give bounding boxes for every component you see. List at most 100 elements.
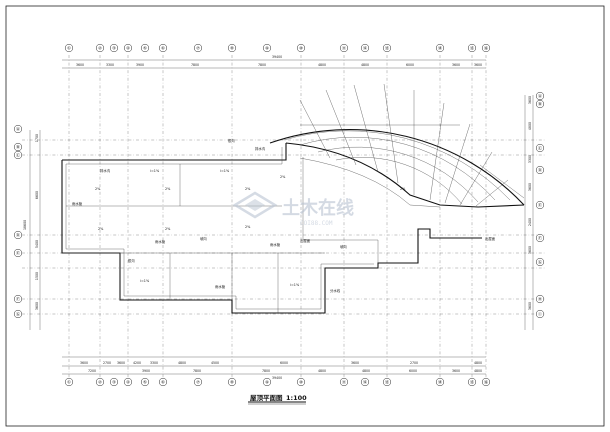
top-axis-bubble-circle	[123, 43, 133, 53]
top-axis-bubble-circle	[158, 43, 168, 53]
right-axis-bubble-circle	[535, 200, 545, 210]
bottom-axis-bubble-label: ③	[112, 380, 116, 385]
bottom-axis-bubble: ⑯	[481, 377, 491, 387]
bottom-axis-bubble-label: ⑥	[161, 380, 165, 385]
right-axis-bubble-circle	[535, 294, 545, 304]
left-axis-bubble: Ⓓ	[13, 230, 23, 240]
dimension-text: 4500	[211, 361, 219, 365]
dimension-text: 1500	[35, 272, 39, 280]
right-axis-bubble-circle	[535, 165, 545, 175]
bottom-axis-bubble-circle	[95, 377, 105, 387]
roof-note: 雨水管	[270, 242, 281, 247]
roof-note: 2%	[165, 187, 171, 191]
bottom-axis-bubble-circle	[296, 377, 306, 387]
right-axis-bubble-circle	[535, 309, 545, 319]
bottom-axis-bubble-label: ⑩	[299, 380, 303, 385]
top-axis-bubble: ④	[123, 43, 133, 53]
left-axis-bubble-label: Ⓐ	[16, 126, 21, 133]
bottom-axis-bubble-label: ⑬	[385, 379, 390, 386]
dimension-text: 4800	[318, 63, 326, 67]
top-axis-bubble-circle	[467, 43, 477, 53]
roof-note: 2%	[400, 187, 406, 191]
drawing-frame	[5, 5, 605, 427]
bottom-axis-bubble-circle	[481, 377, 491, 387]
left-axis-bubble-label: Ⓒ	[16, 152, 21, 159]
top-axis-bubble: ⑦	[193, 43, 203, 53]
dimension-text: 3600	[452, 369, 460, 373]
left-axis-bubble-circle	[13, 248, 23, 258]
right-axis-bubble-label: Ⓗ	[538, 296, 543, 303]
top-axis-bubble-circle	[140, 43, 150, 53]
bottom-axis-bubble-circle	[382, 377, 392, 387]
roof-note: 2%	[165, 227, 171, 231]
bottom-overall-dimension: 39400	[272, 376, 282, 380]
right-axis-bubble-label: Ⓒ	[538, 145, 543, 152]
curved-canopy	[269, 83, 525, 208]
bottom-axis-bubble-circle	[109, 377, 119, 387]
dimension-lines	[29, 59, 534, 375]
bottom-axis-bubble-label: ⑫	[363, 379, 368, 386]
dimension-text: 7200	[88, 369, 96, 373]
right-axis-bubble-label: Ⓖ	[538, 259, 543, 266]
bottom-axis-bubble-label: ⑯	[484, 379, 489, 386]
roof-note: 分水线	[330, 288, 341, 293]
bottom-axis-bubble: ⑦	[193, 377, 203, 387]
bottom-axis-bubble: ⑫	[360, 377, 370, 387]
dimension-text: 3900	[142, 369, 150, 373]
top-axis-bubble: ⑭	[435, 43, 445, 53]
roof-notes: 2%2%2%2%2%2%2%2%i=1%i=1%i=1%i=1%坡向坡向排水沟排…	[72, 138, 496, 293]
dimension-text: 2700	[103, 361, 111, 365]
top-axis-bubble-circle	[339, 43, 349, 53]
right-axis-bubble: Ⓓ	[535, 165, 545, 175]
top-axis-bubble: ③	[109, 43, 119, 53]
bottom-axis-bubble-label: ②	[98, 380, 102, 385]
top-axis-bubble: ⑤	[140, 43, 150, 53]
bottom-axis-bubble: ⑧	[227, 377, 237, 387]
dimension-text: 6000	[406, 63, 414, 67]
right-axis-bubble-label: Ⓕ	[538, 235, 543, 242]
right-axis-bubble-label: Ⓔ	[538, 202, 543, 209]
right-axis-bubble: Ⓖ	[535, 257, 545, 267]
left-axis-bubble: Ⓖ	[13, 309, 23, 319]
bottom-axis-bubble-label: ⑦	[196, 380, 200, 385]
dimension-text: 6000	[409, 369, 417, 373]
bottom-axis-bubble-circle	[227, 377, 237, 387]
bottom-axis-bubble-circle	[360, 377, 370, 387]
bottom-axis-bubble-circle	[193, 377, 203, 387]
right-axis-bubble: Ⓕ	[535, 233, 545, 243]
roof-note: 排水沟	[100, 168, 111, 173]
right-axis-bubble: Ⓘ	[535, 309, 545, 319]
drawing-title: 屋顶平面图 1:100	[248, 393, 307, 405]
dimension-text: 3600	[474, 63, 482, 67]
bottom-axis-bubble: ①	[64, 377, 74, 387]
bottom-axis-bubble-label: ④	[126, 380, 130, 385]
roof-note: 2%	[98, 227, 104, 231]
top-axis-bubble-label: ⑭	[438, 45, 443, 52]
top-axis-bubble-label: ①	[67, 46, 71, 51]
dimension-text: 3300	[150, 361, 158, 365]
top-axis-bubble-circle	[435, 43, 445, 53]
bottom-axis-bubble-circle	[262, 377, 272, 387]
right-axis-bubble: Ⓐ	[535, 91, 545, 101]
top-axis-bubble-label: ⑥	[161, 46, 165, 51]
dimension-text: 4200	[133, 361, 141, 365]
top-axis-bubble: ⑪	[339, 43, 349, 53]
roof-note: i=1%	[150, 169, 160, 173]
left-axis-bubble: Ⓒ	[13, 150, 23, 160]
dimension-text: 7800	[258, 63, 266, 67]
dimension-text: 3300	[106, 63, 114, 67]
top-axis-bubble-label: ⑮	[470, 45, 475, 52]
right-axis-bubble: Ⓔ	[535, 200, 545, 210]
top-axis-bubble-circle	[360, 43, 370, 53]
bottom-axis-bubble-circle	[64, 377, 74, 387]
right-axis-bubble-circle	[535, 99, 545, 109]
top-axis-bubble-label: ⑩	[299, 46, 303, 51]
dimension-text: 3300	[528, 155, 532, 163]
bottom-axis-bubble-circle	[158, 377, 168, 387]
roof-note: 雨水管	[215, 284, 226, 289]
left-axis-bubble: Ⓕ	[13, 294, 23, 304]
dimension-text: 3600	[76, 63, 84, 67]
bottom-axis-bubble-label: ⑨	[265, 380, 269, 385]
